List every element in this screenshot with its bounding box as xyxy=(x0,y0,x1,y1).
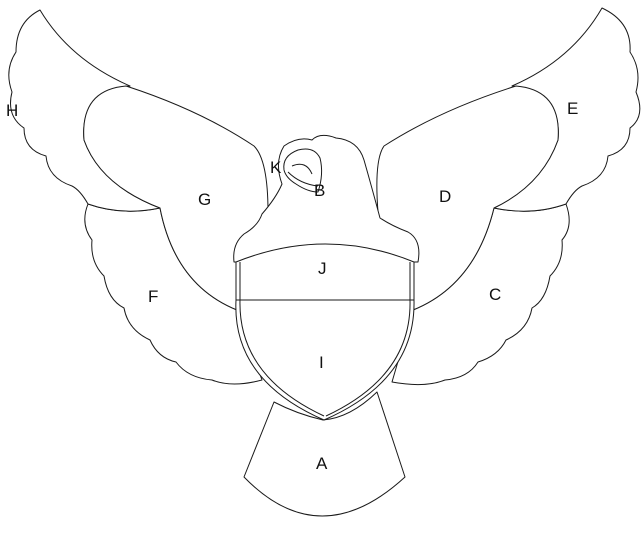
label-j: J xyxy=(318,259,327,278)
label-f: F xyxy=(148,287,158,306)
label-k: K xyxy=(270,158,282,177)
label-g: G xyxy=(198,190,211,209)
label-d: D xyxy=(439,187,451,206)
label-i: I xyxy=(319,353,324,372)
label-c: C xyxy=(489,285,501,304)
label-e: E xyxy=(567,99,578,118)
label-b: B xyxy=(314,181,325,200)
label-a: A xyxy=(316,454,328,473)
label-h: H xyxy=(6,101,18,120)
part-i-shield xyxy=(236,300,414,420)
